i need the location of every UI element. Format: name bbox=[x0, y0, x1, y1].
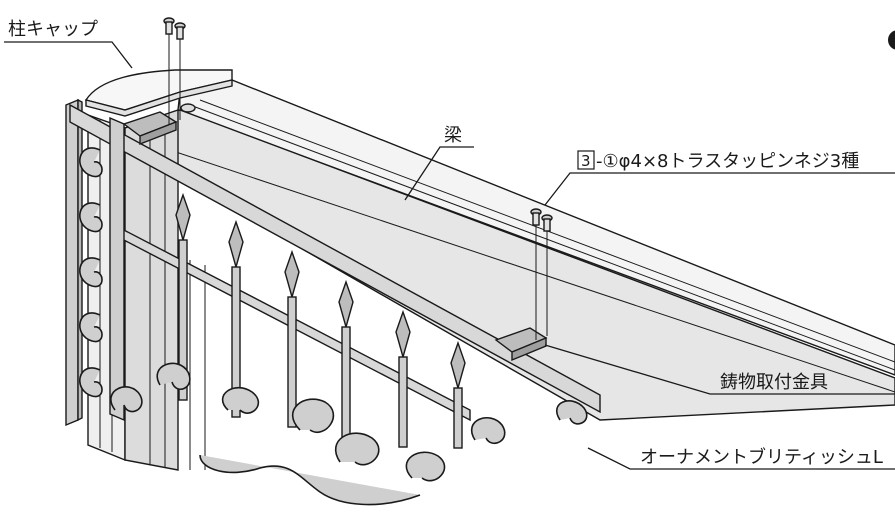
screw-icon bbox=[541, 214, 553, 336]
leader-lines bbox=[4, 41, 895, 470]
screws-right bbox=[530, 208, 553, 340]
label-screw: -①φ4×8トラスタッピンネジ3種 bbox=[596, 151, 859, 172]
picket bbox=[284, 249, 300, 428]
picket bbox=[175, 192, 191, 401]
label-screw-box bbox=[577, 150, 595, 170]
picket bbox=[338, 279, 354, 443]
label-casting-bracket: 鋳物取付金具 bbox=[720, 372, 828, 393]
casting-bracket-left bbox=[122, 111, 178, 146]
bullet-icon bbox=[888, 30, 895, 50]
label-ornament: オーナメントブリティッシュL bbox=[640, 446, 883, 468]
bottom-scrolls bbox=[110, 362, 588, 506]
post-cap bbox=[84, 69, 233, 117]
screw-icon bbox=[163, 17, 175, 124]
picket bbox=[228, 219, 244, 418]
picket bbox=[450, 340, 466, 449]
left-scroll-column bbox=[79, 147, 103, 398]
pickets bbox=[175, 192, 466, 449]
label-beam: 梁 bbox=[444, 125, 462, 146]
screw-icon bbox=[530, 208, 542, 340]
label-post-cap: 柱キャップ bbox=[8, 19, 98, 40]
picket bbox=[395, 309, 411, 448]
screws-top bbox=[163, 17, 186, 124]
casting-bracket-right bbox=[494, 327, 548, 362]
label-screw-box-number: 3 bbox=[581, 152, 591, 170]
screw-icon bbox=[174, 22, 186, 120]
